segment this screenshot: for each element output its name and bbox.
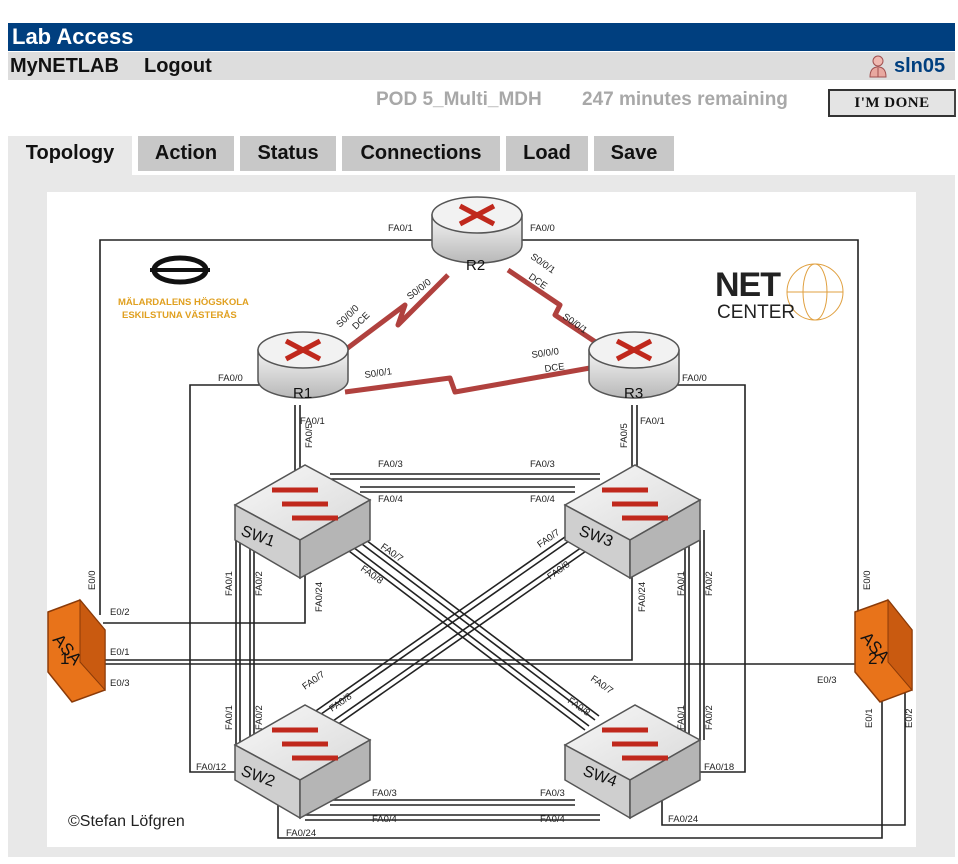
tab-load[interactable]: Load <box>506 136 588 171</box>
title-bar: Lab Access <box>8 23 955 51</box>
netcenter-net: NET <box>715 266 781 304</box>
port-label: FA0/0 <box>682 373 707 384</box>
port-label: FA0/1 <box>300 416 325 427</box>
port-label: FA0/24 <box>314 582 325 612</box>
nav-bar: MyNETLAB Logout sln05 <box>8 52 955 80</box>
port-label: FA0/7 <box>535 527 562 550</box>
port-label: FA0/3 <box>530 459 555 470</box>
port-label: E0/2 <box>110 607 130 618</box>
asa2-number: 2 <box>868 649 877 668</box>
tab-status[interactable]: Status <box>240 136 336 171</box>
port-label: FA0/2 <box>704 705 715 730</box>
port-label: FA0/7 <box>588 673 615 696</box>
port-label: FA0/4 <box>530 494 555 505</box>
port-label: FA0/8 <box>327 691 354 714</box>
tab-save[interactable]: Save <box>594 136 674 171</box>
netcenter-logo: NET CENTER <box>715 263 844 323</box>
port-label: FA0/2 <box>704 571 715 596</box>
pod-name: POD 5_Multi_MDH <box>376 89 542 110</box>
copyright-text: ©Stefan Löfgren <box>68 813 185 830</box>
port-label: S0/0/1 <box>364 366 393 381</box>
router-r2: R2 <box>431 196 523 274</box>
port-label: FA0/3 <box>540 788 565 799</box>
port-label: E0/2 <box>904 708 915 728</box>
ethernet-cables <box>99 239 906 839</box>
port-label: FA0/24 <box>668 814 698 825</box>
r3-label: R3 <box>624 385 643 402</box>
port-label: E0/1 <box>110 647 130 658</box>
tab-action[interactable]: Action <box>138 136 234 171</box>
switch-sw3: SW3 <box>563 464 702 580</box>
port-label: FA0/5 <box>619 423 630 448</box>
port-label: E0/0 <box>862 570 873 590</box>
port-label: FA0/3 <box>372 788 397 799</box>
port-label: FA0/24 <box>286 828 316 839</box>
time-remaining: 247 minutes remaining <box>582 89 788 110</box>
router-r1: R1 <box>257 331 349 402</box>
port-label: E0/3 <box>817 675 837 686</box>
port-label: FA0/1 <box>640 416 665 427</box>
port-label: E0/0 <box>87 570 98 590</box>
switch-sw2: SW2 <box>233 704 372 820</box>
firewall-asa2: ASA 2 <box>854 598 913 703</box>
user-icon <box>867 54 889 78</box>
port-label: FA0/1 <box>676 705 687 730</box>
tab-topology[interactable]: Topology <box>8 136 132 176</box>
port-label: FA0/18 <box>704 762 734 773</box>
port-label: FA0/0 <box>530 223 555 234</box>
university-name: MÄLARDALENS HÖGSKOLA <box>118 297 249 308</box>
port-label: FA0/12 <box>196 762 226 773</box>
port-label: FA0/2 <box>254 705 265 730</box>
page-title: Lab Access <box>12 24 134 49</box>
username-link[interactable]: sln05 <box>894 55 946 77</box>
port-label: FA0/4 <box>372 814 397 825</box>
port-label: FA0/4 <box>378 494 403 505</box>
port-label: FA0/1 <box>224 571 235 596</box>
university-logo: MÄLARDALENS HÖGSKOLA ESKILSTUNA VÄSTERÅS <box>118 255 249 321</box>
switch-sw4: SW4 <box>563 704 702 820</box>
port-label: E0/3 <box>110 678 130 689</box>
router-r3: R3 <box>588 331 680 402</box>
port-label: FA0/8 <box>565 695 592 718</box>
serial-links <box>343 267 602 395</box>
tab-connections[interactable]: Connections <box>342 136 500 171</box>
port-label: S0/0/0 <box>531 346 560 361</box>
port-label: DCE <box>544 361 565 375</box>
university-city: ESKILSTUNA VÄSTERÅS <box>122 310 237 321</box>
port-label: FA0/1 <box>676 571 687 596</box>
port-label: FA0/7 <box>378 541 405 564</box>
port-label: FA0/4 <box>540 814 565 825</box>
netcenter-center: CENTER <box>717 302 795 323</box>
switch-sw1: SW1 <box>233 464 372 580</box>
port-label: FA0/3 <box>378 459 403 470</box>
im-done-button[interactable]: I'M DONE <box>828 89 956 117</box>
logout-link[interactable]: Logout <box>144 55 212 77</box>
port-label: E0/1 <box>864 708 875 728</box>
port-label: FA0/2 <box>254 571 265 596</box>
topology-diagram: R2 R1 R3 SW1 SW3 SW2 SW4 <box>47 192 916 847</box>
port-label: FA0/8 <box>358 563 385 586</box>
r1-label: R1 <box>293 385 312 402</box>
port-label: FA0/1 <box>224 705 235 730</box>
r2-label: R2 <box>466 257 485 274</box>
port-label: FA0/7 <box>300 669 327 692</box>
port-label: FA0/0 <box>218 373 243 384</box>
firewall-asa1: ASA 1 <box>47 598 106 703</box>
port-label: FA0/24 <box>637 582 648 612</box>
mynetlab-link[interactable]: MyNETLAB <box>10 55 119 77</box>
port-label: FA0/1 <box>388 223 413 234</box>
port-label: FA0/5 <box>304 423 315 448</box>
port-label: S0/0/0 <box>405 277 433 303</box>
asa1-number: 1 <box>60 649 69 668</box>
